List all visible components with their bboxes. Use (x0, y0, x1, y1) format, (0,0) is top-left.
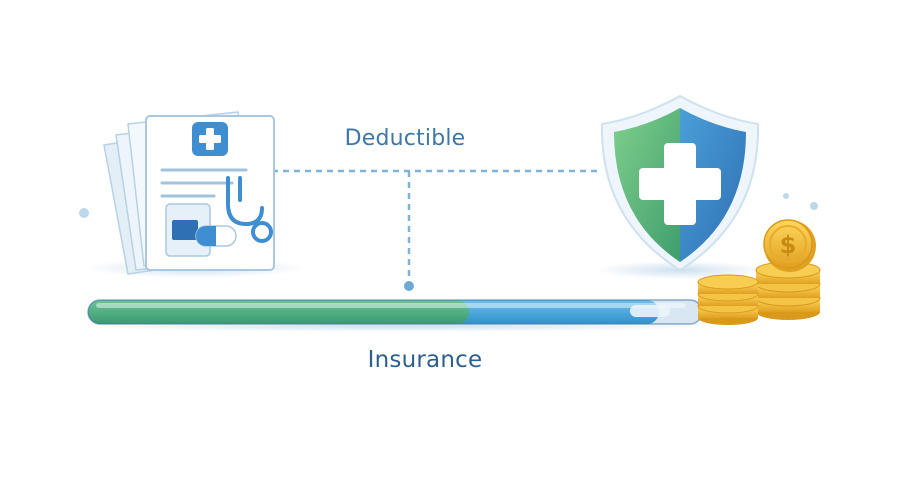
deductible-label: Deductible (344, 126, 466, 151)
insurance-progress-bar (87, 299, 703, 325)
decorative-dots (79, 193, 818, 218)
insurance-label: Insurance (367, 347, 483, 373)
dollar-coin-icon: $ (763, 219, 816, 272)
deductible-connector (272, 169, 598, 280)
connector-endpoint (404, 281, 414, 291)
shield-cross-icon (600, 94, 760, 272)
progress-green-fill (88, 300, 469, 324)
pills-icon (165, 203, 237, 257)
coin-stack-icon: $ (697, 219, 821, 325)
coin-dollar-sign: $ (780, 231, 797, 259)
stethoscope-icon (226, 176, 273, 243)
